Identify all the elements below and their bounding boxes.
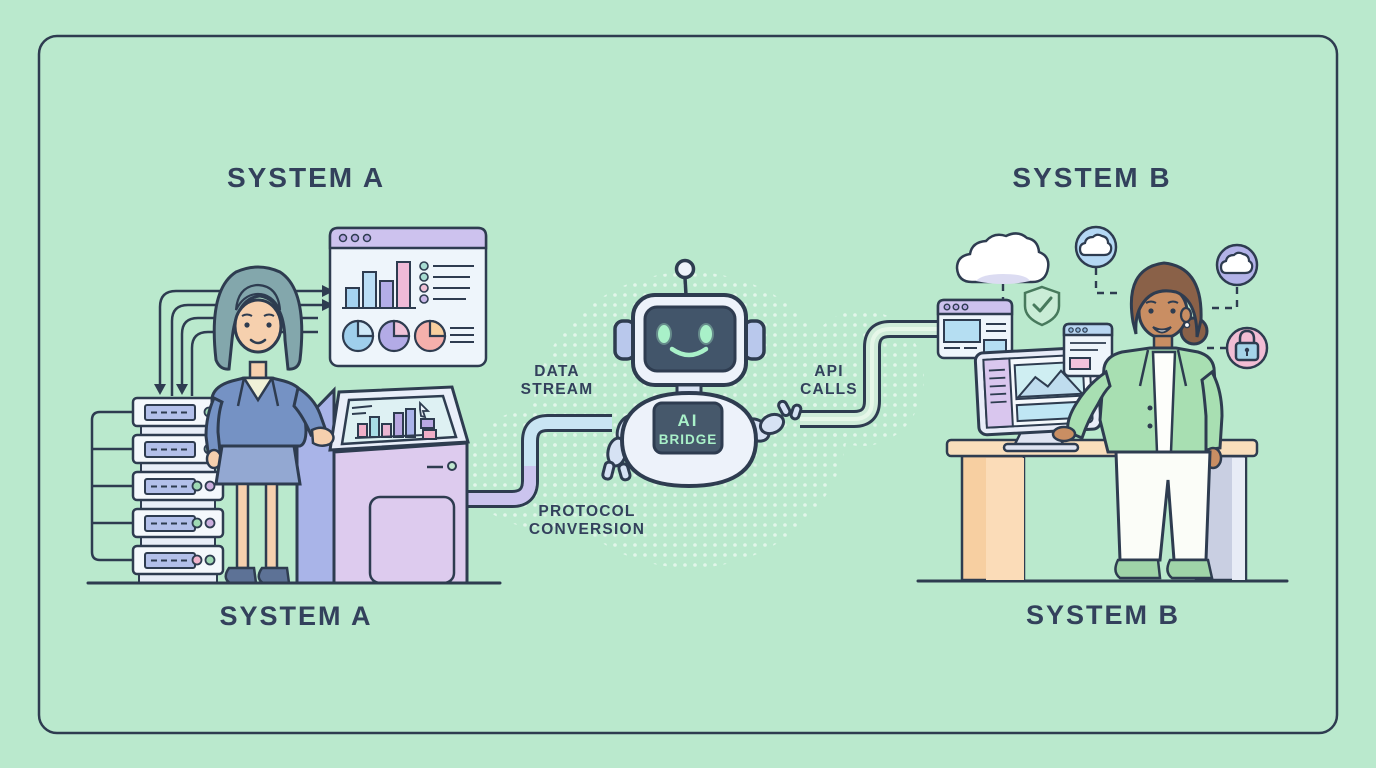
ai-robot-icon: AI BRIDGE <box>601 258 803 489</box>
kiosk-indicator-light <box>447 461 457 471</box>
monitor-base <box>1002 442 1080 453</box>
shield-check-icon <box>1023 285 1061 327</box>
earring <box>1183 321 1191 329</box>
right-hand <box>310 426 335 447</box>
server-panels <box>144 404 196 569</box>
rack-cable-bracket <box>90 410 133 562</box>
outer-border <box>37 34 1339 735</box>
window-dot <box>350 233 360 243</box>
window-dot <box>338 233 348 243</box>
leg <box>235 482 250 570</box>
dashed-connectors <box>1001 268 1239 350</box>
face <box>233 298 283 354</box>
kiosk-screen-chart <box>351 400 437 440</box>
protocol-conversion-label-line1: PROTOCOL <box>538 503 635 520</box>
smile <box>1152 326 1172 334</box>
pie-charts-icon <box>341 319 474 353</box>
ai-bridge-label-line1: AI <box>678 411 699 430</box>
antenna-icon <box>674 258 696 296</box>
line-chart-icon <box>1016 369 1085 399</box>
hair <box>212 265 304 371</box>
pants <box>1114 450 1212 562</box>
shoe <box>257 566 291 585</box>
data-stream-label-line1: DATA <box>534 363 580 380</box>
kiosk-terminal-icon <box>295 385 470 585</box>
skirt <box>214 444 302 486</box>
window-dot <box>362 233 372 243</box>
browser-window-small-icon <box>1062 322 1114 378</box>
person-system-a <box>204 265 335 585</box>
api-pipe-icon <box>800 320 940 428</box>
blouse <box>241 376 275 403</box>
bar-chart-icon <box>342 261 416 309</box>
cursor-icon <box>419 400 431 419</box>
browser-window-icon <box>936 298 1014 360</box>
ear <box>1179 306 1193 324</box>
fringe <box>234 283 282 311</box>
ai-bridge-label-line2: BRIDGE <box>659 432 718 447</box>
system-a-title-top: SYSTEM A <box>227 162 385 193</box>
data-stream-label-line2: STREAM <box>521 381 594 398</box>
cloud-shade <box>976 274 1030 284</box>
cloud-badge-purple-icon <box>1215 243 1259 287</box>
data-pipe-icon <box>466 414 612 508</box>
shoe <box>1114 558 1162 580</box>
left-hand <box>1051 425 1077 443</box>
robot-face-screen <box>643 305 737 373</box>
lock-badge-icon <box>1225 326 1269 370</box>
api-calls-label-line2: CALLS <box>800 381 858 398</box>
analytics-dashboard-icon <box>328 226 488 368</box>
blouse <box>1151 350 1177 454</box>
cloud-icon <box>955 232 1050 284</box>
right-arm <box>1200 369 1224 452</box>
system-b-title-bottom: SYSTEM B <box>1026 600 1180 630</box>
protocol-conversion-label-line2: CONVERSION <box>529 521 645 538</box>
robot-face <box>656 323 714 358</box>
cloud-badge-blue-icon <box>1074 225 1118 269</box>
system-b-title-top: SYSTEM B <box>1012 162 1171 193</box>
shoe <box>224 566 258 585</box>
system-a-title-bottom: SYSTEM A <box>219 601 372 631</box>
shoe <box>1166 558 1214 580</box>
leg <box>264 482 279 570</box>
api-calls-label-line1: API <box>814 363 843 380</box>
bullet-list-icon <box>419 261 474 304</box>
ai-bridge-chest-panel <box>652 401 724 455</box>
person-system-b <box>1051 261 1224 580</box>
left-arm <box>1066 369 1112 441</box>
data-flow-arrows-icon <box>154 285 334 396</box>
hair <box>1129 261 1203 338</box>
dashboard-sidebar <box>982 357 1014 429</box>
